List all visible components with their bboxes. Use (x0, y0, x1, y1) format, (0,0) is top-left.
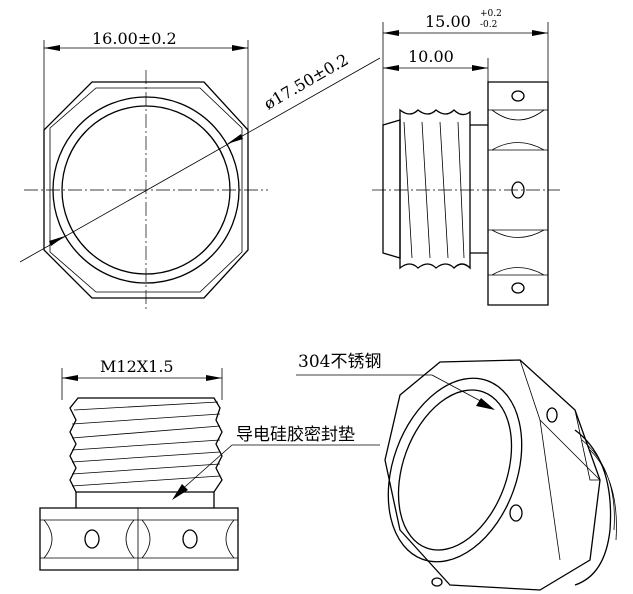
dim-thread-spec: M12X1.5 (100, 357, 174, 376)
dim-width-flat: 16.00±0.2 (92, 29, 177, 48)
dim-total-length-tol-upper: +0.2 (480, 9, 502, 19)
callout-gasket: 导电硅胶密封垫 (236, 425, 355, 445)
callout-material: 304不锈钢 (298, 352, 381, 372)
isometric-view (296, 359, 617, 591)
thread-view (39, 368, 380, 571)
dim-total-length-tol-lower: -0.2 (480, 20, 497, 30)
front-view (19, 40, 381, 310)
dim-total-length: 15.00 (425, 12, 471, 31)
dim-thread-length: 10.00 (408, 47, 454, 66)
side-view (372, 22, 560, 306)
